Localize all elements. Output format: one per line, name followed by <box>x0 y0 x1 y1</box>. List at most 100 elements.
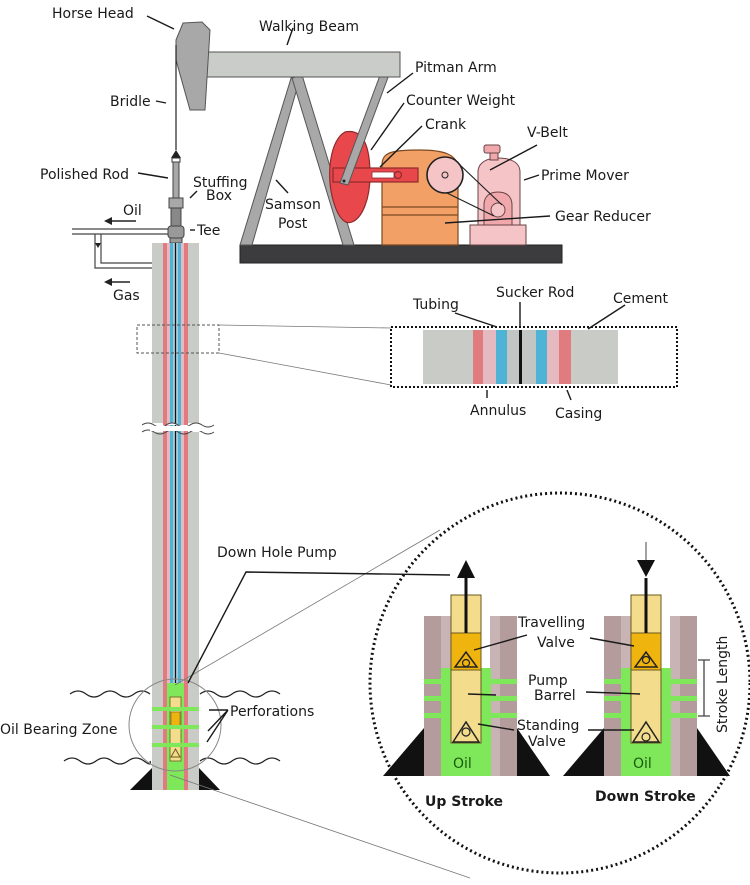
label-bridle: Bridle <box>110 94 151 110</box>
stuffing-box <box>168 197 184 209</box>
label-sucker-rod: Sucker Rod <box>496 285 574 301</box>
tubing-left <box>170 243 173 683</box>
down-arrow-icon <box>637 560 655 577</box>
perforation-2 <box>152 725 199 729</box>
label-gear-reducer: Gear Reducer <box>555 209 651 225</box>
polished-rod-clamp <box>171 157 181 163</box>
label-stuffing-box-line2: Box <box>206 188 232 204</box>
label-pump-barrel-line2: Barrel <box>534 688 576 704</box>
oil-zone-top-boundary-right <box>199 690 281 698</box>
label-counter-weight: Counter Weight <box>406 93 516 109</box>
label-polished-rod: Polished Rod <box>40 167 129 183</box>
tubing-right <box>178 243 181 683</box>
up-wedge-left <box>383 728 424 776</box>
prime-mover-cap <box>483 144 501 154</box>
xs-sucker-rod <box>519 330 522 384</box>
horse-head <box>175 21 211 111</box>
up-standing-valve-icon <box>451 720 481 743</box>
check-valve-icon <box>95 243 101 248</box>
xs-casing-left <box>473 330 483 384</box>
tee-fitting <box>167 225 185 239</box>
up-standing-ball <box>461 727 471 737</box>
wellbore <box>63 243 281 790</box>
formation-wedge-left <box>130 768 152 790</box>
base-skid <box>239 244 563 264</box>
label-horse-head: Horse Head <box>52 6 134 22</box>
labels: Horse Head Walking Beam Pitman Arm Count… <box>0 6 731 810</box>
prime-mover-base <box>469 224 527 246</box>
down-standing-ball <box>641 732 651 742</box>
label-walking-beam: Walking Beam <box>259 19 359 35</box>
oil-zone-bottom-boundary-right <box>199 757 281 765</box>
annulus-right <box>181 243 184 683</box>
up-pump-barrel <box>450 669 482 744</box>
pump-jack-surface-unit <box>72 21 563 286</box>
xs-tubing-right <box>536 330 547 384</box>
down-standing-valve-icon <box>631 720 661 743</box>
stroke-length-bracket <box>698 659 710 717</box>
walking-beam <box>204 51 401 78</box>
pump-detail <box>169 491 750 879</box>
label-travelling-valve-line2: Valve <box>537 635 575 651</box>
break-gap <box>150 426 202 431</box>
oil-flow-line <box>72 228 168 235</box>
down-travelling-ball <box>641 655 651 665</box>
label-oil-down: Oil <box>633 756 652 772</box>
leader-lines <box>137 15 641 743</box>
label-v-belt: V-Belt <box>527 125 568 141</box>
label-up-stroke: Up Stroke <box>425 794 503 810</box>
break-mark-bottom <box>141 429 215 435</box>
crank-pin <box>393 170 403 180</box>
label-tee: Tee <box>196 223 220 239</box>
gas-arrow-icon <box>104 278 112 286</box>
oil-arrow-icon <box>104 217 112 225</box>
label-casing: Casing <box>555 406 602 422</box>
label-annulus: Annulus <box>470 403 526 419</box>
label-pitman-arm: Pitman Arm <box>415 60 497 76</box>
down-travelling-valve-icon <box>633 650 659 668</box>
label-standing-valve-line2: Valve <box>528 734 566 750</box>
label-down-hole-pump: Down Hole Pump <box>217 545 337 561</box>
label-tubing: Tubing <box>412 297 459 313</box>
label-stroke-length: Stroke Length <box>715 636 731 733</box>
xs-casing-right <box>559 330 571 384</box>
oil-zone-top-boundary-left <box>69 690 151 698</box>
down-pump-barrel <box>630 669 662 744</box>
v-belt-bottom <box>446 192 495 217</box>
well-standing-valve-icon <box>170 747 181 758</box>
label-samson-post-line2: Post <box>278 216 308 232</box>
crank-slot <box>371 171 395 179</box>
pump-detail-callout-circle <box>128 678 222 772</box>
down-stroke-pump <box>563 542 730 776</box>
stuffing-box-stem <box>170 207 182 227</box>
label-travelling-valve-line1: Travelling <box>517 615 585 631</box>
gas-flow-line <box>94 234 165 269</box>
label-prime-mover: Prime Mover <box>541 168 629 184</box>
cross-section-connector-top <box>218 324 392 329</box>
up-stroke-pump <box>383 560 550 776</box>
label-oil-up: Oil <box>453 756 472 772</box>
cross-section-marker <box>136 324 220 354</box>
annulus-left <box>167 243 170 683</box>
up-arrow-icon <box>457 560 475 578</box>
cross-section-callout <box>136 324 678 388</box>
xs-cement-right <box>571 330 618 384</box>
well-travelling-valve <box>170 711 181 727</box>
xs-annulus-right <box>547 330 559 384</box>
up-wedge-right <box>517 728 550 776</box>
casing-left <box>163 243 167 790</box>
label-down-stroke: Down Stroke <box>595 789 696 805</box>
label-crank: Crank <box>425 117 467 133</box>
casing-right <box>184 243 188 790</box>
label-oil: Oil <box>123 203 142 219</box>
v-belt-top <box>459 164 503 206</box>
wellhead-flange <box>169 237 183 244</box>
gear-sheave-hub <box>441 171 449 179</box>
label-gas: Gas <box>113 288 140 304</box>
pitman-pin <box>342 179 346 183</box>
gear-sheave <box>426 156 464 194</box>
label-perforations: Perforations <box>230 704 314 720</box>
prime-mover-pulley <box>490 202 506 218</box>
label-cement: Cement <box>613 291 669 307</box>
